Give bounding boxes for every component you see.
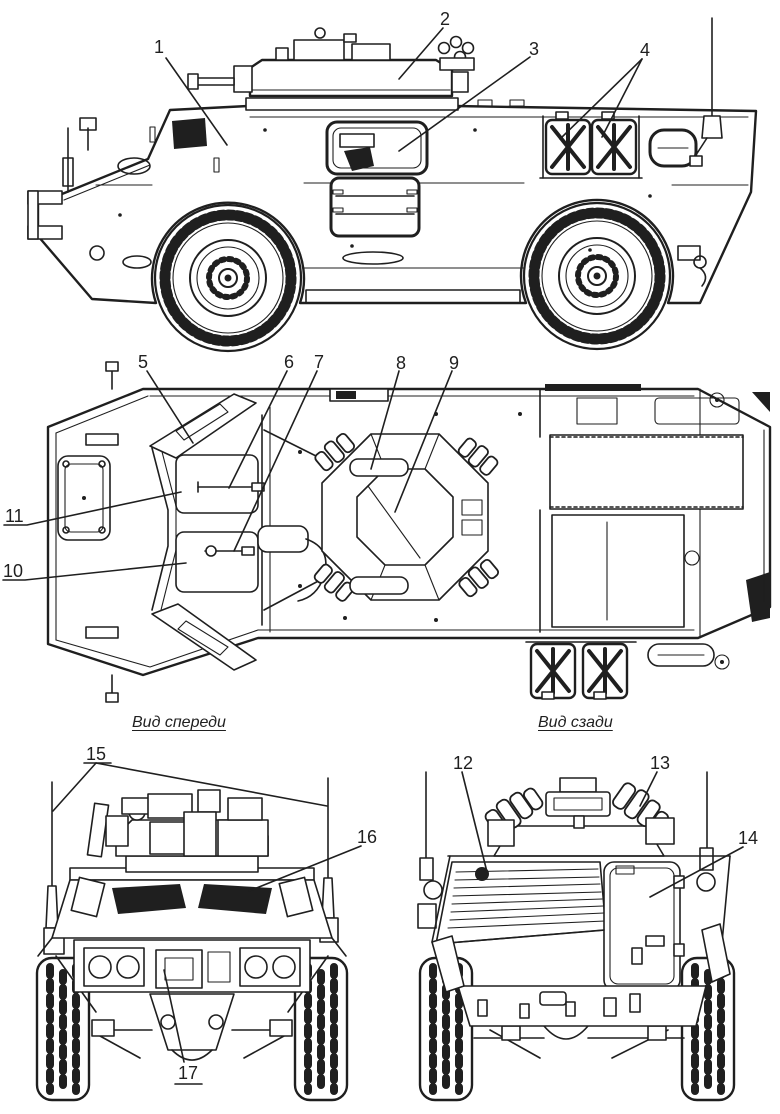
leader-line-13 <box>639 771 658 807</box>
leader-line-7 <box>233 370 318 552</box>
leader-line-11 <box>3 491 182 526</box>
leader-line-12 <box>461 771 488 873</box>
callout-leader-lines <box>2 27 744 1085</box>
callout-2: 2 <box>440 9 451 29</box>
leader-line-6 <box>228 370 288 489</box>
callout-5: 5 <box>138 352 149 372</box>
callout-11: 11 <box>5 506 24 526</box>
callout-8: 8 <box>396 353 407 373</box>
callout-15: 15 <box>86 744 107 764</box>
callout-7: 7 <box>314 352 325 372</box>
callout-17: 17 <box>178 1063 199 1083</box>
leader-line-3 <box>398 56 531 152</box>
leader-line-16 <box>248 845 362 892</box>
leader-line-17 <box>163 969 185 1063</box>
view-label-rear: Вид сзади <box>538 714 613 731</box>
callout-16: 16 <box>357 827 378 847</box>
leader-line-4b <box>601 58 643 138</box>
leader-line-5 <box>146 370 194 444</box>
top-view-drawing <box>46 361 772 703</box>
leader-line-10 <box>2 562 187 581</box>
front-view-drawing <box>37 777 347 1100</box>
callout-1: 1 <box>154 37 165 57</box>
callout-13: 13 <box>650 753 671 773</box>
side-view-drawing <box>27 17 758 351</box>
leader-line-14 <box>649 846 744 898</box>
leader-line-1 <box>165 57 228 146</box>
leader-line-4a <box>559 58 643 140</box>
callout-14: 14 <box>738 828 759 848</box>
callout-10: 10 <box>3 561 24 581</box>
view-label-front: Вид спереди <box>132 714 226 731</box>
leader-line-2 <box>398 27 444 80</box>
rear-view-drawing <box>418 771 734 1100</box>
callout-4: 4 <box>640 40 651 60</box>
leader-line-9 <box>394 370 453 513</box>
callout-6: 6 <box>284 352 295 372</box>
callout-9: 9 <box>449 353 460 373</box>
leader-line-8 <box>370 370 400 470</box>
callout-3: 3 <box>529 39 540 59</box>
leader-line-15a <box>52 762 97 812</box>
callout-12: 12 <box>453 753 474 773</box>
leader-line-15b <box>95 762 328 807</box>
